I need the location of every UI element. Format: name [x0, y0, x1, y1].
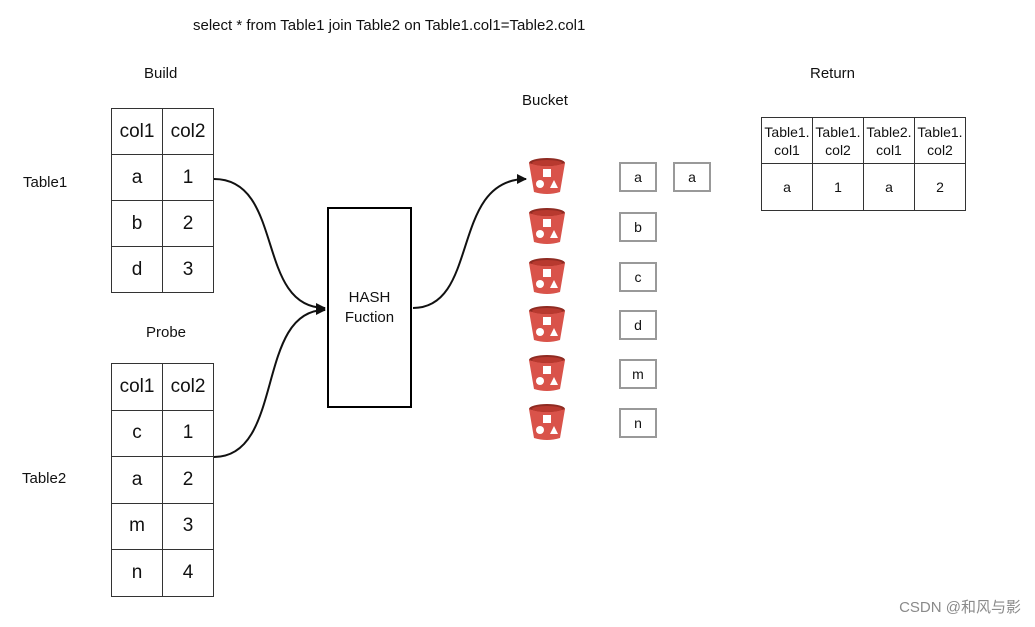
table-cell: 1	[162, 154, 214, 201]
table-cell: 2	[162, 456, 214, 504]
bucket-match-box: a	[673, 162, 711, 192]
header-cell: col2	[162, 108, 214, 155]
header-text: Table2. col1	[866, 123, 912, 158]
sql-query: select * from Table1 join Table2 on Tabl…	[193, 17, 586, 34]
bucket-key-box: n	[619, 408, 657, 438]
table-cell: n	[111, 549, 163, 597]
table-cell: m	[111, 502, 163, 550]
header-text: Table1. col2	[815, 123, 861, 158]
build-label: Build	[144, 65, 178, 82]
table2-label: Table2	[22, 470, 67, 487]
build-table: col1 col2 a 1 b 2 d 3	[111, 108, 214, 293]
header-text: Table1. col2	[917, 123, 963, 158]
bucket-label: Bucket	[522, 92, 568, 109]
hash-function-line1: HASH	[348, 288, 391, 306]
bucket-icon	[528, 207, 566, 245]
table-cell: 2	[162, 200, 214, 247]
table-cell: 4	[162, 549, 214, 597]
table-row: b 2	[111, 200, 214, 247]
return-label: Return	[810, 65, 856, 82]
table1-label: Table1	[23, 174, 68, 191]
table-row: c 1	[111, 409, 214, 457]
hash-function-box: HASH Fuction	[327, 207, 412, 408]
table-row: m 3	[111, 502, 214, 550]
table-row: d 3	[111, 246, 214, 293]
table-cell: a	[863, 163, 915, 211]
bucket-icon	[528, 157, 566, 195]
table-cell: d	[111, 246, 163, 293]
table-cell: 3	[162, 246, 214, 293]
table-cell: 2	[914, 163, 966, 211]
table-cell: a	[761, 163, 813, 211]
header-cell: col2	[162, 363, 214, 411]
table-cell: 1	[812, 163, 864, 211]
bucket-icon	[528, 354, 566, 392]
bucket-key-box: c	[619, 262, 657, 292]
table-row: a 1 a 2	[761, 163, 966, 211]
build-to-hash-arrow	[213, 178, 326, 313]
bucket-key-box: b	[619, 212, 657, 242]
header-text: Table1. col1	[764, 123, 810, 158]
probe-to-hash-arrow	[213, 305, 326, 458]
hash-to-bucket-arrow	[412, 174, 527, 309]
bucket-icon	[528, 257, 566, 295]
table-cell: a	[111, 456, 163, 504]
table-row: a 2	[111, 456, 214, 504]
bucket-icon	[528, 305, 566, 343]
result-table: Table1. col1 Table1. col2 Table2. col1 T…	[761, 117, 966, 211]
bucket-key-box: a	[619, 162, 657, 192]
table-cell: 3	[162, 502, 214, 550]
header-cell: Table1. col2	[914, 117, 966, 164]
table-row: n 4	[111, 549, 214, 597]
header-cell: Table1. col1	[761, 117, 813, 164]
header-cell: col1	[111, 363, 163, 411]
hash-function-line2: Fuction	[344, 308, 395, 326]
table-cell: 1	[162, 409, 214, 457]
probe-label: Probe	[146, 324, 187, 341]
bucket-key-box: m	[619, 359, 657, 389]
table-header-row: Table1. col1 Table1. col2 Table2. col1 T…	[761, 117, 966, 164]
header-cell: Table2. col1	[863, 117, 915, 164]
bucket-key-box: d	[619, 310, 657, 340]
watermark: CSDN @和风与影	[899, 599, 1021, 616]
probe-table: col1 col2 c 1 a 2 m 3 n 4	[111, 363, 214, 597]
header-cell: Table1. col2	[812, 117, 864, 164]
table-header-row: col1 col2	[111, 363, 214, 411]
bucket-icon	[528, 403, 566, 441]
